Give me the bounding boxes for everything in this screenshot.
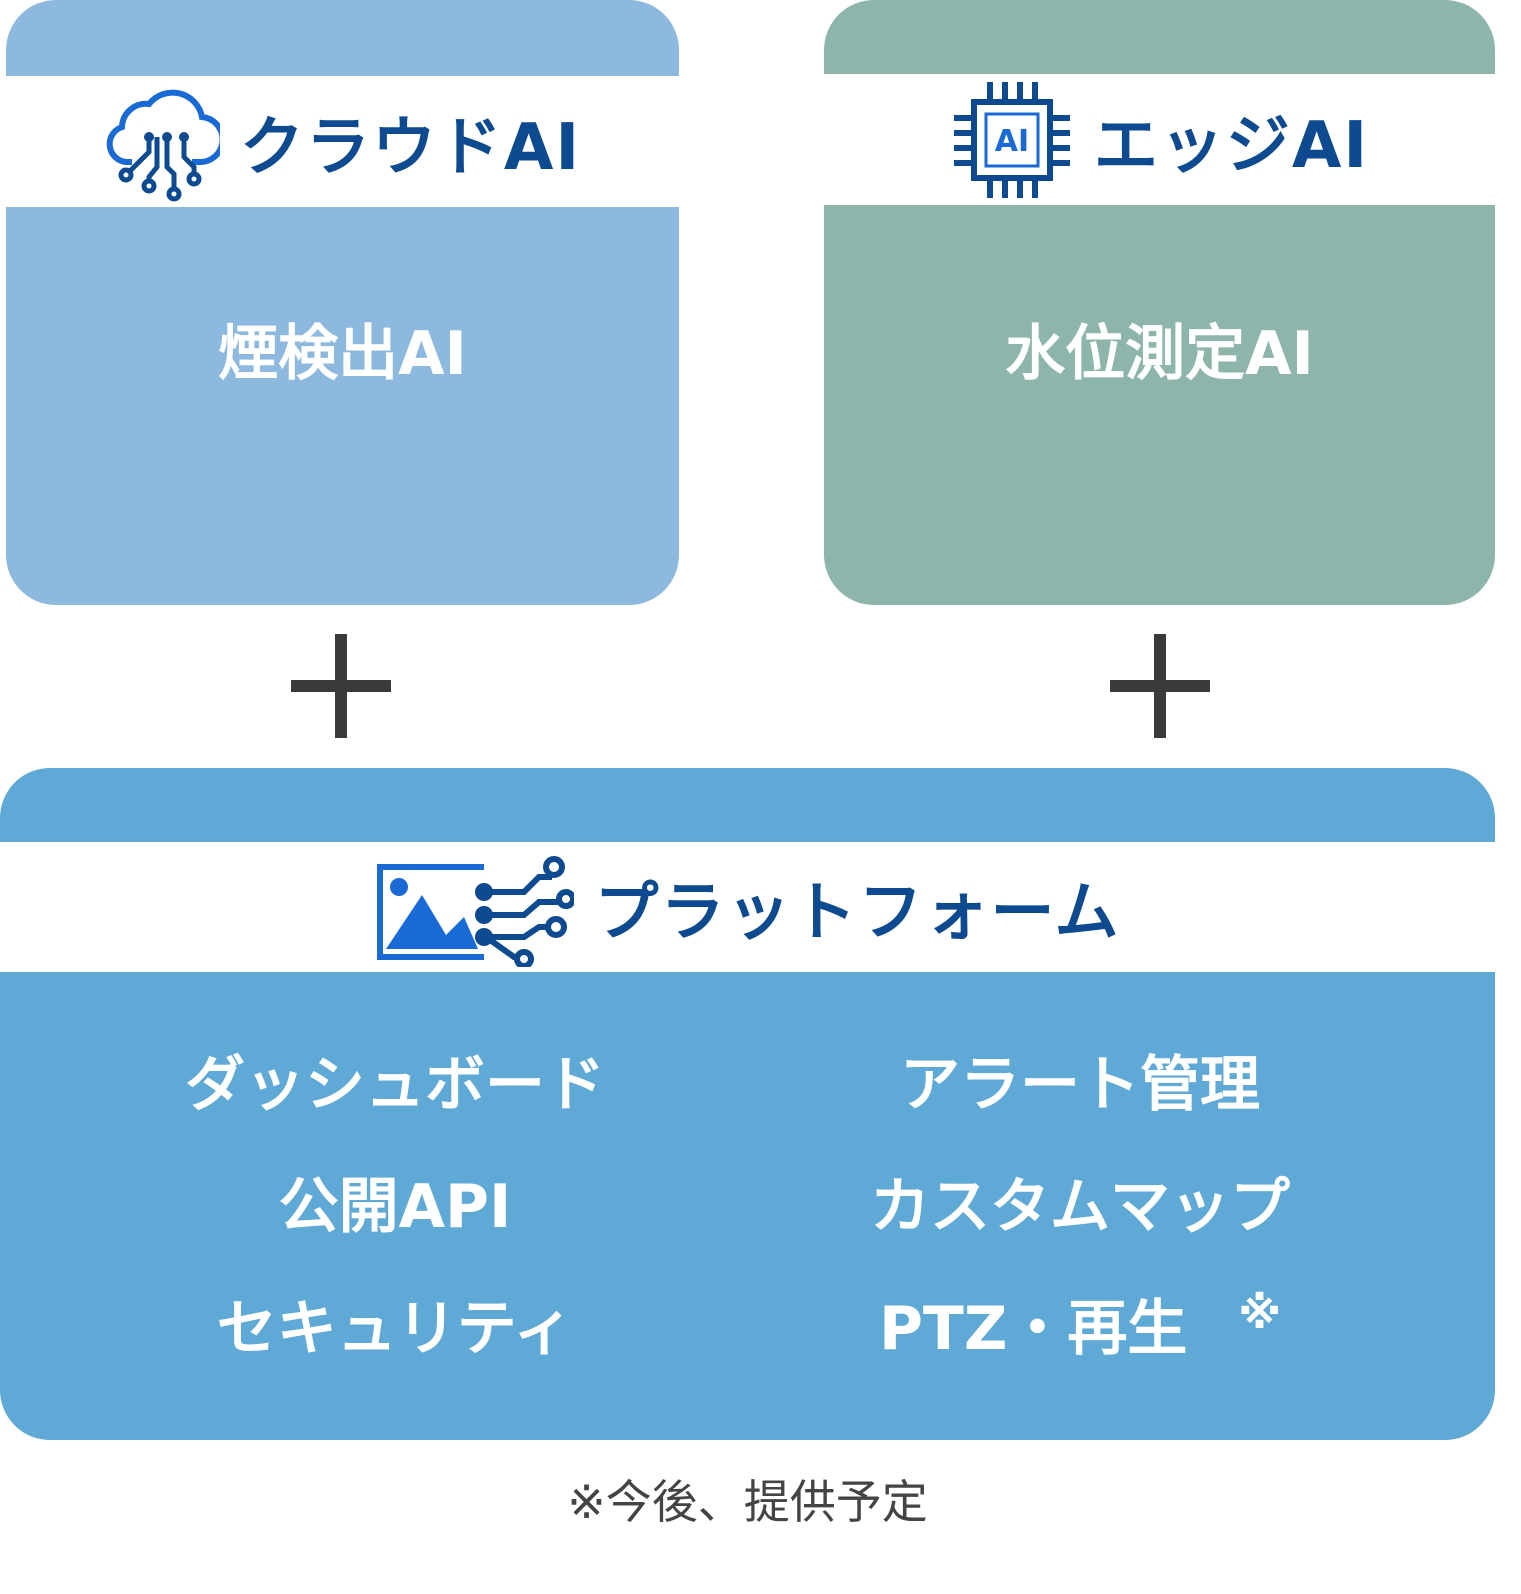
edge-ai-header: AI エッジAI — [824, 74, 1495, 205]
planned-asterisk: ※ — [1238, 1288, 1282, 1339]
smoke-detection-ai: 煙検出AI — [218, 319, 467, 389]
cloud-ai-header: クラウドAI — [6, 76, 679, 207]
water-level-ai: 水位測定AI — [1005, 319, 1314, 389]
chip-label: AI — [995, 124, 1029, 159]
feature-dashboard: ダッシュボード — [185, 1050, 605, 1120]
feature-public-api: 公開API — [278, 1172, 512, 1242]
image-network-icon — [377, 856, 575, 967]
feature-ptz-playback: PTZ・再生 ※ — [780, 1280, 1380, 1367]
ptz-playback-label: PTZ・再生 — [878, 1294, 1188, 1364]
feature-security: セキュリティ — [216, 1294, 574, 1364]
edge-ai-title: エッジAI — [1093, 108, 1370, 183]
cloud-ai-title: クラウドAI — [239, 110, 582, 185]
platform-title: プラットフォーム — [594, 876, 1121, 950]
platform-card: プラットフォーム ダッシュボード アラート管理 公開API カスタムマップ セキ… — [0, 768, 1495, 1440]
platform-header: プラットフォーム — [0, 842, 1495, 972]
plus-icon-left — [291, 634, 391, 738]
ai-chip-icon: AI — [953, 81, 1070, 198]
cloud-circuit-icon — [106, 89, 220, 201]
footnote: ※今後、提供予定 — [567, 1475, 928, 1529]
feature-alert-management: アラート管理 — [900, 1050, 1260, 1120]
plus-icon-right — [1110, 634, 1210, 738]
edge-ai-card: AI エッジAI 水位測定AI — [824, 0, 1495, 605]
cloud-ai-card: クラウドAI 煙検出AI — [6, 0, 679, 605]
feature-custom-map: カスタムマップ — [870, 1172, 1290, 1242]
